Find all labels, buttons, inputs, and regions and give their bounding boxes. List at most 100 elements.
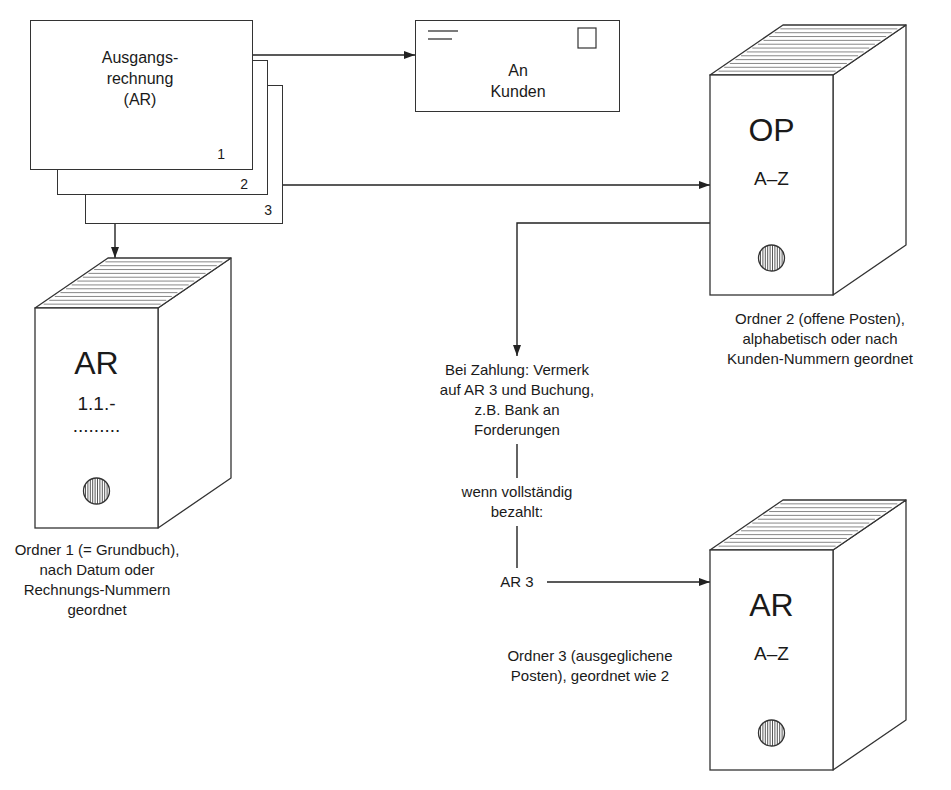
- hatch-line: [92, 479, 93, 504]
- page-line: [780, 28, 897, 29]
- page-line: [780, 503, 897, 504]
- hatch-line: [770, 245, 771, 271]
- page-line: [89, 273, 206, 274]
- page-line: [44, 304, 161, 305]
- binder-label: AR: [35, 346, 158, 381]
- binder-label: AR: [710, 588, 833, 623]
- binder-shape: [710, 500, 906, 770]
- hatch-line: [772, 720, 773, 746]
- hatch-line: [104, 481, 105, 501]
- stamp-box: [578, 28, 596, 48]
- binder-shape: [35, 258, 231, 528]
- page-line: [105, 261, 222, 262]
- hatch-line: [87, 481, 88, 500]
- hatch-line: [85, 484, 86, 498]
- page-line: [724, 542, 841, 543]
- flow-arrow: [114, 224, 115, 258]
- copy-number: 1: [195, 145, 225, 163]
- hatch-line: [102, 479, 103, 502]
- flow-note: AR 3: [487, 568, 547, 596]
- page-line: [60, 292, 177, 293]
- page-line: [77, 281, 194, 282]
- page-line: [100, 265, 217, 266]
- binder-top: [710, 500, 906, 550]
- hatch-line: [779, 723, 780, 743]
- page-line: [775, 32, 892, 33]
- binder-pages: [44, 262, 223, 304]
- page-line: [94, 269, 211, 270]
- hatch-line: [99, 478, 100, 503]
- binder-ring-hatch: [761, 245, 783, 271]
- page-line: [752, 48, 869, 49]
- binder-caption: Ordner 1 (= Grundbuch), nach Datum oder …: [7, 540, 187, 620]
- page-line: [735, 534, 852, 535]
- flow-arrow: [547, 581, 710, 582]
- flow-note-text: AR 3: [487, 572, 547, 592]
- page-line: [741, 55, 858, 56]
- binder-dots: .........: [35, 415, 158, 438]
- hatch-line: [95, 478, 96, 504]
- hatch-line: [765, 722, 766, 745]
- binder: AR1.1.-.........Ordner 1 (= Grundbuch), …: [35, 258, 231, 528]
- binder-front: [710, 75, 833, 295]
- hatch-line: [767, 721, 768, 746]
- page-line: [758, 519, 875, 520]
- page-line: [769, 511, 886, 512]
- page-line: [724, 67, 841, 68]
- address-text: An Kunden: [488, 61, 548, 103]
- page-line: [719, 546, 836, 547]
- binder-ring: [84, 478, 110, 504]
- sheet-title: Ausgangs- rechnung (AR): [95, 48, 185, 110]
- envelope-line: [428, 38, 452, 39]
- page-line: [72, 284, 189, 285]
- binder-top: [35, 258, 231, 308]
- page-line: [741, 530, 858, 531]
- hatch-line: [760, 251, 761, 265]
- page-line: [775, 507, 892, 508]
- binder-sublabel: 1.1.-: [35, 393, 158, 416]
- binder-pages: [719, 504, 898, 546]
- flow-note-text: Bei Zahlung: Vermerk auf AR 3 und Buchun…: [437, 360, 597, 440]
- hatch-line: [767, 246, 768, 271]
- hatch-line: [770, 720, 771, 746]
- hatch-line: [782, 250, 783, 265]
- page-line: [752, 523, 869, 524]
- binder-caption: Ordner 3 (ausgeglichene Posten), geordne…: [490, 646, 690, 686]
- page-line: [83, 277, 200, 278]
- flow-note: wenn vollständig bezahlt:: [452, 478, 582, 526]
- page-line: [735, 59, 852, 60]
- binder-ring-hatch: [86, 478, 108, 504]
- copy-number: 2: [218, 175, 248, 193]
- copy-number: 3: [242, 201, 272, 219]
- invoice-sheet: Ausgangs- rechnung (AR) 1: [30, 20, 253, 170]
- page-line: [730, 63, 847, 64]
- flow-note-text: wenn vollständig bezahlt:: [452, 482, 582, 522]
- hatch-line: [762, 248, 763, 267]
- flow-arrow: [283, 184, 710, 185]
- binder-front: [710, 550, 833, 770]
- page-line: [764, 515, 881, 516]
- binder: OPA–ZOrdner 2 (offene Posten), alphabeti…: [710, 25, 906, 295]
- envelope-line: [428, 30, 458, 31]
- hatch-line: [97, 478, 98, 504]
- page-line: [66, 288, 183, 289]
- hatch-line: [777, 721, 778, 744]
- binder-sublabel: A–Z: [710, 643, 833, 666]
- binder-caption: Ordner 2 (offene Posten), alphabetisch o…: [720, 309, 920, 369]
- hatch-line: [107, 483, 108, 498]
- page-line: [747, 526, 864, 527]
- page-line: [769, 36, 886, 37]
- envelope: An Kunden: [415, 20, 620, 112]
- binder-label: OP: [710, 113, 833, 148]
- binder-ring-hatch: [761, 720, 783, 746]
- flow-note: Bei Zahlung: Vermerk auf AR 3 und Buchun…: [437, 356, 597, 444]
- hatch-line: [774, 720, 775, 745]
- binder-ring: [759, 245, 785, 271]
- flow-arrow: [516, 444, 517, 478]
- flow-arrow: [253, 54, 415, 55]
- flow-arrow: [516, 526, 517, 568]
- hatch-line: [772, 245, 773, 271]
- page-line: [49, 300, 166, 301]
- hatch-line: [779, 248, 780, 268]
